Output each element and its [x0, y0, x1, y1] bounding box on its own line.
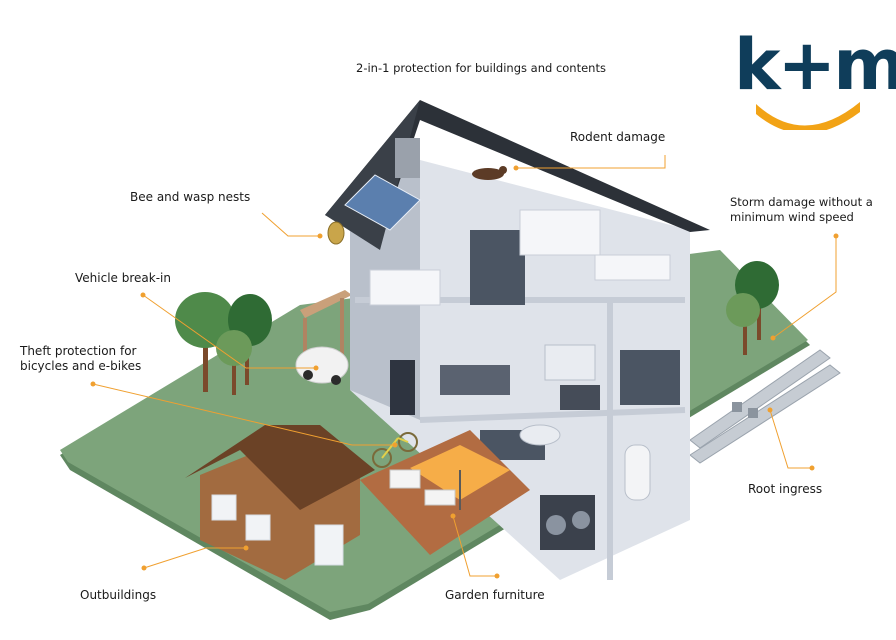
outbuilding	[185, 425, 375, 580]
house	[350, 160, 690, 580]
leader-theft	[92, 383, 395, 446]
leader-root	[769, 409, 812, 469]
callout-rodent-damage: Rodent damage	[570, 130, 666, 144]
callout-storm-line-2: minimum wind speed	[730, 210, 854, 224]
callout-garden-furniture: Garden furniture	[445, 588, 545, 602]
callout-dots	[90, 165, 839, 579]
logo-swoosh	[756, 102, 860, 134]
leader-garden	[452, 515, 497, 577]
callout-leaders	[92, 155, 837, 577]
headline: 2-in-1 protection for buildings and cont…	[356, 61, 606, 75]
callout-bee-wasp-nests: Bee and wasp nests	[130, 190, 251, 204]
callout-vehicle-break-in: Vehicle break-in	[75, 271, 171, 285]
callout-storm-line-1: Storm damage without a	[730, 195, 873, 209]
callout-theft-line-2: bicycles and e-bikes	[20, 359, 142, 373]
leader-bee	[261, 212, 320, 237]
leader-vehicle	[142, 294, 316, 369]
tree-left	[175, 292, 272, 395]
logo-wordmark: k+m	[734, 24, 896, 106]
leader-outbuildings	[143, 547, 246, 569]
callout-theft-protection: Theft protection for bicycles and e-bike…	[20, 344, 190, 374]
tree-right	[726, 261, 779, 355]
brand-logo: k+m	[734, 30, 896, 134]
carport	[295, 290, 352, 385]
garden-deck	[360, 430, 530, 555]
bicycle-icon	[372, 432, 418, 468]
roof	[325, 100, 710, 250]
callout-root-ingress: Root ingress	[748, 482, 823, 496]
callout-outbuildings: Outbuildings	[80, 588, 157, 602]
leader-rodent	[516, 155, 666, 169]
leader-storm	[772, 236, 837, 339]
sewer-pipes	[689, 349, 841, 464]
rodent-icon	[472, 166, 507, 180]
callout-storm-damage: Storm damage without a minimum wind spee…	[730, 195, 890, 225]
wasp-nest-icon	[327, 221, 345, 245]
callout-theft-line-1: Theft protection for	[20, 344, 137, 358]
